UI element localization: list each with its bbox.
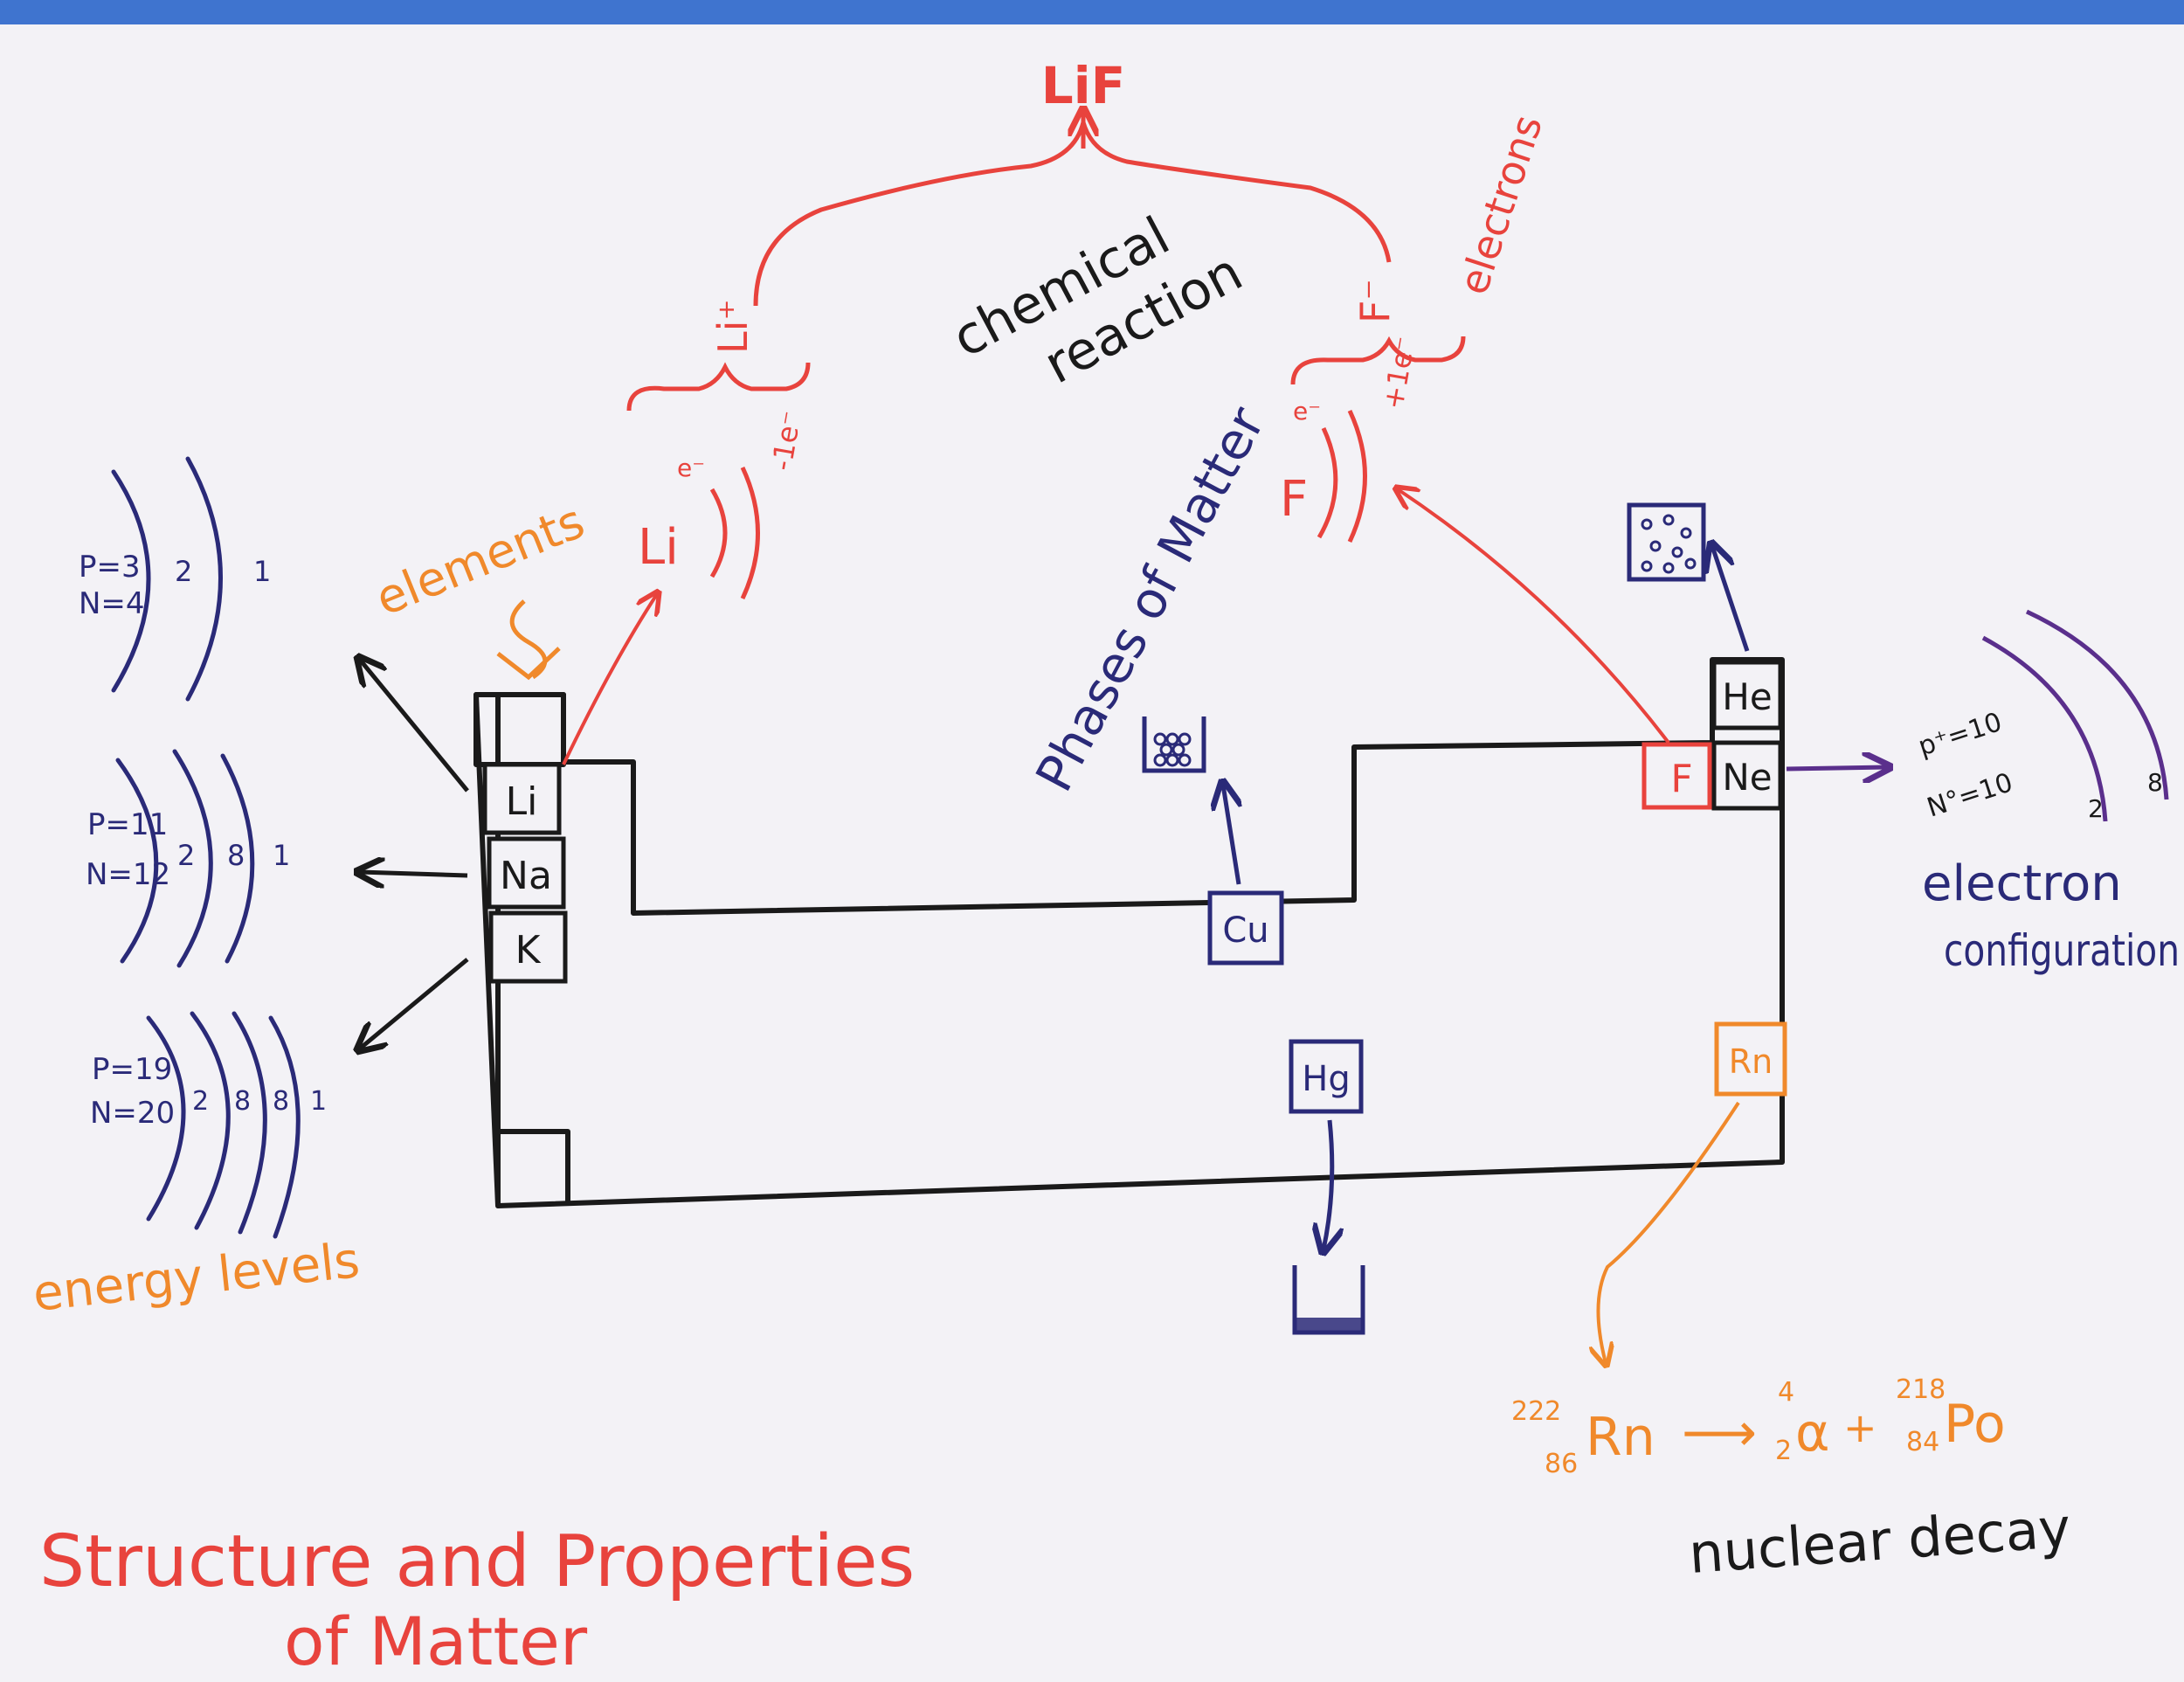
reaction-arc-right [1081, 121, 1392, 263]
arrow-cu-to-solid [1223, 785, 1239, 885]
atom-model-k: P=19 N=20 2 8 8 1 [90, 1011, 327, 1239]
solid-container-icon [1142, 716, 1206, 773]
arrow-k-to-atom [360, 958, 469, 1049]
atom-k-protons: P=19 [92, 1052, 172, 1087]
li-valence-electron: e⁻ [677, 453, 705, 482]
atom-na-shell-2: 8 [227, 839, 245, 872]
cell-he: He [1711, 660, 1783, 730]
arrow-hg-to-liquid [1324, 1119, 1332, 1249]
shell-arc [268, 1015, 301, 1239]
atom-model-li: P=3 N=4 2 1 [79, 456, 271, 702]
arrow-f-to-reaction [1398, 489, 1670, 744]
rn-mass-number: 222 [1511, 1396, 1561, 1427]
cell-k-symbol: K [515, 928, 542, 973]
rn-decay-symbol: Rn [1586, 1407, 1655, 1468]
cell-rn-symbol: Rn [1729, 1042, 1773, 1081]
cell-f: F [1641, 742, 1712, 810]
cell-k: K [488, 910, 568, 984]
neon-shell-1 [1981, 635, 2108, 822]
arrow-ne-to-config [1786, 767, 1887, 769]
cell-ne: Ne [1711, 740, 1783, 811]
neon-shell-1-count: 2 [2088, 794, 2104, 823]
cell-na-symbol: Na [500, 854, 552, 898]
cell-cu-symbol: Cu [1222, 910, 1268, 951]
alpha-atomic-number: 2 [1775, 1436, 1792, 1466]
arrow-li-to-reaction [562, 594, 657, 765]
arrow-he-to-gas [1712, 546, 1750, 652]
reaction-f-atom: F e⁻ +1e⁻ [1280, 334, 1421, 543]
reaction-arc-left [753, 121, 1086, 307]
atom-li-protons: P=3 [79, 550, 141, 585]
atom-k-shell-1: 2 [192, 1086, 209, 1117]
li-brace [626, 362, 811, 412]
decay-plus: + [1843, 1404, 1877, 1451]
arrow-na-to-atom [360, 872, 468, 876]
shell-arc [190, 1011, 231, 1230]
cell-hg: Hg [1289, 1039, 1364, 1114]
electron-label: electron [1922, 855, 2122, 912]
cell-cu: Cu [1207, 890, 1284, 966]
atom-na-shell-1: 2 [177, 839, 195, 872]
alpha-symbol: α [1795, 1402, 1830, 1464]
atom-li-shell-2: 1 [253, 555, 271, 588]
atom-li-neutrons: N=4 [79, 586, 145, 621]
shell-arc [232, 1011, 267, 1235]
po-symbol: Po [1944, 1394, 2006, 1455]
atom-k-neutrons: N=20 [90, 1096, 175, 1131]
alpha-mass-number: 4 [1778, 1377, 1794, 1408]
cell-li: Li [482, 762, 562, 835]
elements-squiggle [509, 599, 548, 680]
atom-k-shell-2: 8 [234, 1086, 251, 1117]
poster-title-line-1: Structure and Properties [39, 1520, 915, 1603]
paper-sheet [0, 24, 2184, 1682]
f-brace [1290, 336, 1466, 385]
neon-shell-2-count: 8 [2147, 768, 2163, 797]
cell-f-symbol: F [1670, 757, 1692, 801]
arrow-li-to-atom [360, 660, 469, 793]
elements-arrowhead [496, 647, 561, 681]
shell-arc [220, 753, 255, 964]
gas-container-icon [1627, 502, 1706, 582]
po-atomic-number: 84 [1906, 1427, 1939, 1457]
arrow-rn-to-decay [1598, 1101, 1740, 1363]
periodic-table-outline [473, 657, 1785, 1208]
cell-he-symbol: He [1722, 675, 1772, 718]
li-atom-symbol: Li [638, 519, 679, 576]
poster-title-line-2: of Matter [284, 1602, 588, 1680]
blue-band [0, 0, 2184, 26]
atom-li-shell-1: 2 [175, 555, 192, 588]
atom-k-shell-4: 1 [310, 1086, 327, 1117]
shell-arc [172, 749, 213, 968]
cell-rn: Rn [1714, 1021, 1787, 1097]
cell-ne-symbol: Ne [1722, 756, 1772, 799]
shell-arc [146, 1015, 186, 1222]
shell-arc [185, 456, 223, 702]
atom-na-shell-3: 1 [273, 839, 290, 872]
product-lif: LiF [1041, 56, 1125, 115]
po-mass-number: 218 [1896, 1374, 1946, 1405]
rn-atomic-number: 86 [1545, 1449, 1578, 1479]
shell-arc [115, 758, 159, 964]
f-ion: F⁻ [1351, 279, 1399, 323]
cell-li-symbol: Li [506, 779, 538, 824]
f-atom-symbol: F [1280, 471, 1308, 528]
neon-shell-2 [2025, 609, 2169, 800]
li-ion: Li⁺ [709, 299, 757, 354]
decay-equation: 222 86 Rn ⟶ 4 2 α + 218 84 Po [1511, 1374, 2006, 1479]
configuration-label: configuration [1944, 925, 2180, 976]
cell-hg-symbol: Hg [1302, 1059, 1350, 1099]
shell-arc [111, 469, 151, 693]
cell-na: Na [487, 836, 566, 910]
f-valence-electron: e⁻ [1293, 397, 1321, 426]
liquid-container-icon [1292, 1265, 1365, 1335]
decay-arrow: ⟶ [1682, 1402, 1757, 1464]
atom-model-na: P=11 N=12 2 8 1 [86, 749, 290, 968]
atom-k-shell-3: 8 [273, 1086, 289, 1117]
